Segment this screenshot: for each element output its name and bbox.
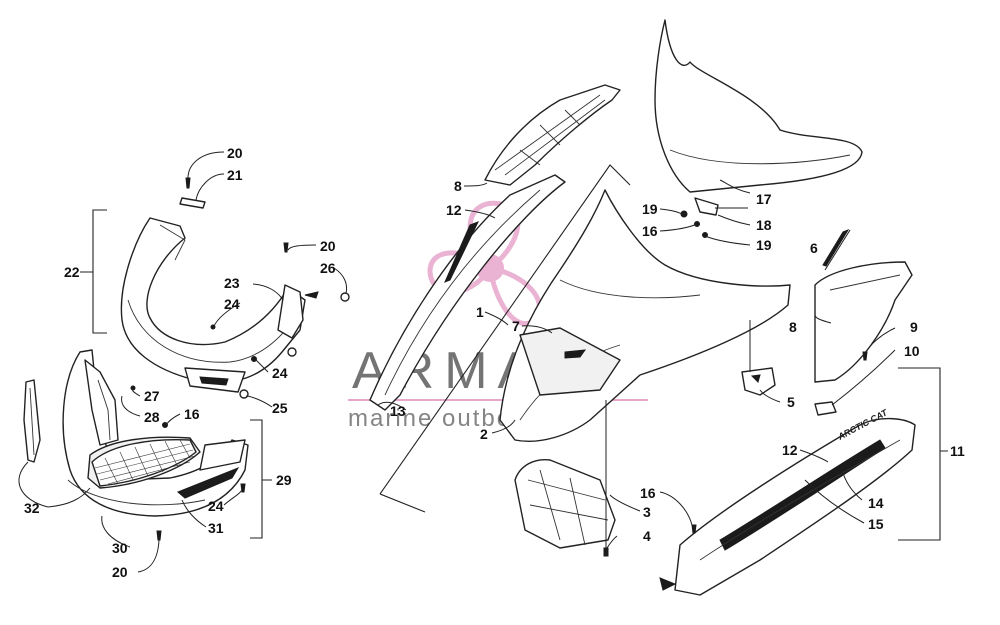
screw-20-top-icon — [185, 177, 191, 189]
clip-10 — [814, 401, 837, 416]
mesh-grille — [91, 438, 197, 487]
lower-nose-bumper — [62, 349, 249, 517]
side-rail-left — [369, 174, 566, 411]
mount-18 — [694, 197, 719, 216]
callout-14: 14 — [868, 495, 884, 511]
callout-27: 27 — [144, 388, 160, 404]
callout-12-upper: 12 — [446, 202, 462, 218]
callout-5: 5 — [787, 394, 795, 410]
screw-20-mid-icon — [283, 242, 289, 253]
callout-20-mid: 20 — [320, 238, 336, 254]
callout-30: 30 — [112, 540, 128, 556]
bracket-29 — [250, 419, 263, 539]
callout-29: 29 — [276, 472, 292, 488]
leaders-right — [377, 179, 896, 549]
callout-13: 13 — [390, 403, 406, 419]
callout-16-left: 16 — [184, 406, 200, 422]
bracket-11 — [898, 367, 941, 541]
screw-9-icon — [862, 351, 868, 361]
right-deflector — [814, 261, 913, 383]
trim-clip-21 — [179, 197, 206, 209]
callout-15: 15 — [868, 516, 884, 532]
washer-24-icon — [287, 347, 297, 357]
callout-22: 22 — [64, 264, 80, 280]
callout-21: 21 — [227, 167, 243, 183]
callout-labels: 20 21 22 23 24 20 26 24 25 27 28 16 29 3… — [24, 145, 965, 580]
callout-23: 23 — [224, 275, 240, 291]
leaders-left — [18, 151, 348, 573]
callout-9: 9 — [910, 319, 918, 335]
callout-31: 31 — [208, 520, 224, 536]
screw-16-right-icon — [691, 524, 697, 534]
callout-24-mid: 24 — [272, 365, 288, 381]
callout-6: 6 — [810, 240, 818, 256]
headlight-housing — [514, 458, 616, 549]
washer-26-icon — [340, 292, 350, 302]
upper-nose-cover — [120, 217, 306, 393]
windshield — [654, 19, 863, 193]
callout-20-lower: 20 — [112, 564, 128, 580]
callout-11: 11 — [950, 443, 965, 459]
callout-10: 10 — [904, 343, 920, 359]
upper-deflector — [484, 84, 621, 186]
callout-2: 2 — [480, 426, 488, 442]
callout-17: 17 — [756, 191, 772, 207]
callout-4: 4 — [643, 528, 651, 544]
callout-32: 32 — [24, 500, 40, 516]
rod-6-icon — [822, 228, 850, 267]
callout-12-right: 12 — [782, 442, 798, 458]
callout-26: 26 — [320, 260, 336, 276]
callout-19-lower: 19 — [756, 237, 772, 253]
callout-16-center: 16 — [640, 485, 656, 501]
grommet-25-icon — [239, 389, 249, 399]
callout-28: 28 — [144, 409, 160, 425]
callout-20-top: 20 — [227, 145, 243, 161]
callout-8-right: 8 — [789, 319, 797, 335]
callout-3: 3 — [643, 504, 651, 520]
callout-18: 18 — [756, 217, 772, 233]
bracket-22 — [92, 209, 107, 334]
callout-24-lower: 24 — [208, 498, 224, 514]
callout-19-upper: 19 — [642, 201, 658, 217]
fastener-4-icon — [603, 547, 609, 557]
callout-25: 25 — [272, 400, 288, 416]
callout-1: 1 — [476, 304, 484, 320]
callout-24-upper: 24 — [224, 296, 240, 312]
callout-7: 7 — [512, 318, 520, 334]
callout-8-upper: 8 — [454, 178, 462, 194]
frame-1 — [379, 164, 631, 513]
arrow-marker-icon — [304, 291, 319, 299]
screw-20-lower-icon — [156, 530, 162, 541]
main-hood — [499, 189, 791, 442]
callout-16-right: 16 — [642, 223, 658, 239]
arrow-marker-right-icon — [659, 577, 677, 591]
